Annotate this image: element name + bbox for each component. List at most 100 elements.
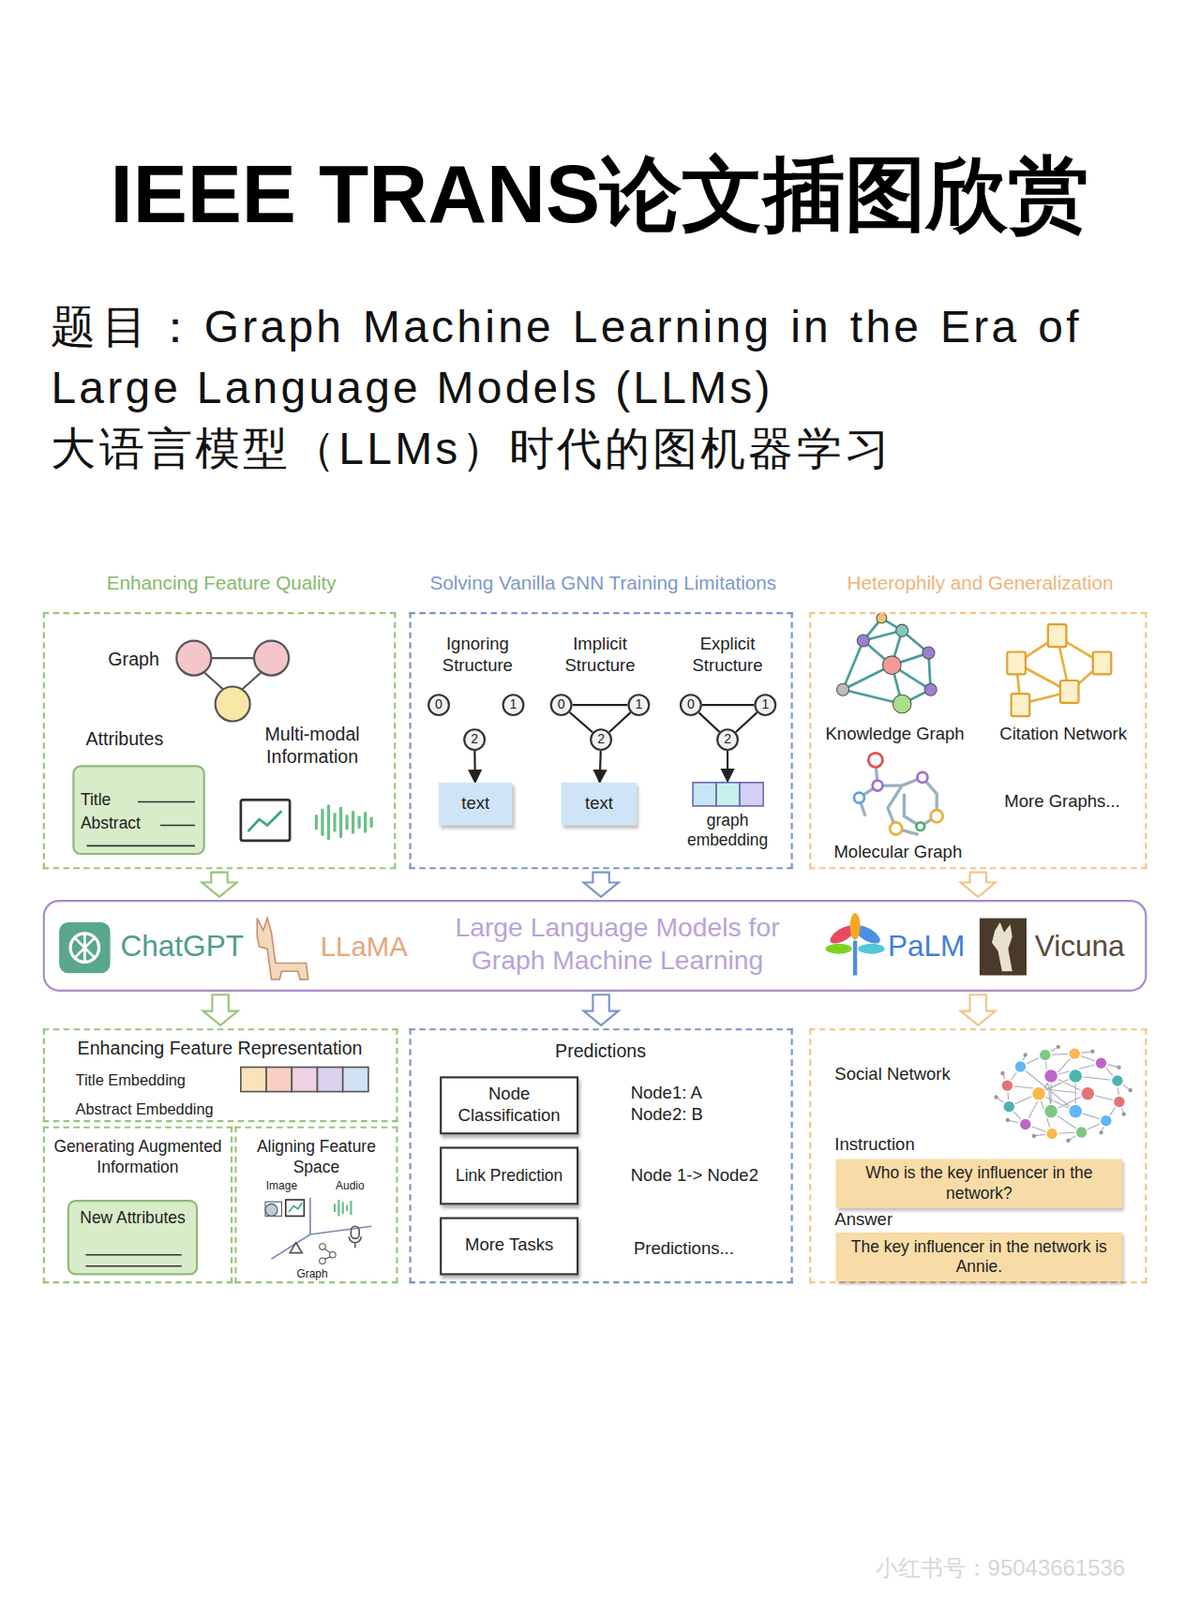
node-text: Node1: A Node2: B — [630, 1083, 715, 1126]
social-network-icon-part — [1090, 1050, 1095, 1054]
citation-network-icon-part-part — [1093, 652, 1112, 675]
hollow-arrow — [202, 872, 238, 898]
graph-edge — [572, 704, 629, 706]
social-network-icon-part — [1068, 1048, 1081, 1061]
node-label: 1 — [761, 696, 769, 713]
feature-representation-box-part — [240, 1067, 369, 1093]
task-box: Link Prediction — [439, 1146, 579, 1205]
node-label: 2 — [597, 731, 605, 748]
graph-edge — [570, 712, 593, 733]
node-text: Predictions... — [633, 1238, 777, 1260]
social-network-icon-part — [1080, 1086, 1095, 1101]
node-text: Image — [253, 1179, 311, 1194]
feature-space-box-part — [289, 1243, 302, 1254]
feature-representation-box-part-part — [317, 1067, 344, 1093]
palm-icon-part — [825, 944, 853, 955]
social-network-icon-part — [1043, 1104, 1058, 1119]
graph-node: 2 — [716, 728, 739, 751]
node-label: Generating Augmented Information — [46, 1137, 229, 1177]
arrow — [473, 750, 477, 783]
feature-representation-box: Enhancing Feature RepresentationTitle Em… — [43, 1028, 399, 1123]
text-box: text — [561, 782, 638, 826]
node-text: Implicit Structure — [545, 634, 654, 677]
social-network-icon-part — [1003, 1100, 1016, 1113]
node-label: graph embedding — [678, 810, 777, 850]
instruction-box: Who is the key influencer in the network… — [835, 1158, 1123, 1208]
social-network-icon-part — [1046, 1127, 1059, 1140]
node-text: Citation Network — [978, 724, 1149, 747]
graph-edge — [735, 712, 758, 733]
node-label: Solving Vanilla GNN Training Limitations — [401, 571, 806, 596]
hollow-arrow — [960, 994, 996, 1026]
social-network-icon-part — [1038, 1049, 1051, 1062]
graph-embedding-part — [716, 782, 740, 807]
hollow-arrow — [960, 872, 996, 898]
feature-space-box-part — [324, 1248, 331, 1260]
node-label: 0 — [557, 696, 566, 713]
social-network-icon-part — [1099, 1114, 1112, 1127]
node-label: Link Prediction — [455, 1166, 563, 1186]
node-text: LLaMA — [320, 930, 434, 965]
feature-space-box-part — [271, 1198, 373, 1260]
knowledge-graph-icon — [837, 613, 938, 714]
molecular-graph-icon-part — [889, 822, 902, 835]
decoration — [678, 781, 777, 809]
graph-embedding-part — [739, 782, 764, 807]
graph-node: 1 — [753, 693, 777, 717]
feature-space-box-part — [350, 1226, 360, 1239]
social-network-icon-part — [1128, 1088, 1133, 1093]
social-network-icon-part — [1023, 1052, 1028, 1057]
node-text: Large Language Models for Graph Machine … — [428, 912, 807, 977]
llama-icon — [256, 918, 308, 980]
feature-representation-box-part-part — [291, 1067, 317, 1093]
feature-representation-box-part-part — [343, 1067, 369, 1093]
graph-edge — [699, 712, 720, 732]
task-box: More Tasks — [439, 1217, 579, 1276]
node-text: Answer — [834, 1210, 937, 1232]
new-attributes-box: New Attributes — [67, 1200, 198, 1276]
node-text: Graph — [107, 648, 180, 672]
node-text: More Graphs... — [990, 792, 1134, 814]
node-label: Social Network — [834, 1064, 998, 1086]
chatgpt-logo-part — [70, 933, 99, 962]
arrow — [726, 750, 729, 782]
node-text: Node 1-> Node2 — [630, 1166, 784, 1188]
social-network-icon-part — [1075, 1126, 1088, 1140]
image-icon-part — [247, 810, 282, 832]
molecular-graph-icon-part — [858, 760, 937, 835]
node-label: text — [461, 793, 490, 815]
attributes-box: TitleAbstract — [72, 765, 205, 855]
audio-icon-part — [315, 806, 372, 840]
knowledge-graph-icon-part — [922, 646, 935, 660]
knowledge-graph-icon-part — [876, 613, 887, 624]
graph-node: 2 — [463, 728, 486, 751]
feature-representation-box-part-part — [266, 1067, 292, 1093]
molecular-graph-icon-part — [872, 780, 884, 792]
node-text: PaLM — [887, 928, 990, 965]
node-text: Title Embedding — [75, 1071, 240, 1091]
palm-icon-part — [850, 913, 861, 940]
node-label: Heterophily and Generalization — [800, 571, 1159, 596]
social-network-icon-part — [996, 1047, 1131, 1141]
citation-network-icon-part-part — [1060, 680, 1080, 704]
social-network-icon-part — [1110, 1074, 1124, 1087]
node-text: Audio — [324, 1179, 375, 1194]
hollow-arrow — [584, 872, 619, 898]
image-icon — [240, 799, 290, 841]
page-title: IEEE TRANS论文插图欣赏 — [0, 140, 1200, 252]
palm-icon-part — [857, 944, 885, 955]
hollow-arrow — [203, 994, 239, 1026]
knowledge-graph-icon-part — [883, 656, 902, 675]
chatgpt-logo-part — [75, 933, 95, 962]
graph-node: 0 — [550, 693, 573, 717]
social-network-icon-part — [1032, 1134, 1036, 1139]
social-network-icon-part — [1122, 1111, 1126, 1116]
citation-network-icon-part-part — [1006, 652, 1026, 675]
node-label: 1 — [510, 696, 518, 713]
social-network-icon-part — [1043, 1068, 1058, 1083]
graph-icon-part — [215, 687, 251, 722]
node-text: Attributes — [85, 728, 218, 751]
answer-box: The key influencer in the network is Ann… — [835, 1232, 1123, 1282]
graph-embedding-part — [692, 782, 717, 807]
